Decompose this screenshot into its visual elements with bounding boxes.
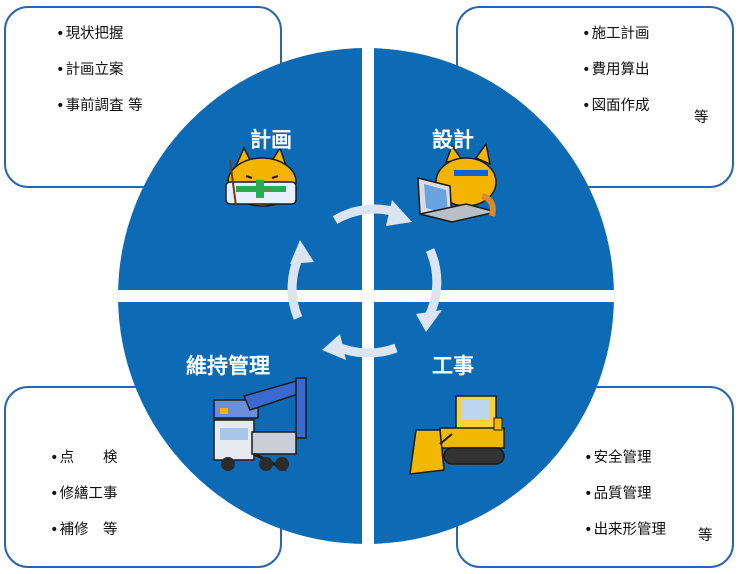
construction-item: 品質管理: [584, 476, 666, 512]
maintenance-item: 点 検: [50, 440, 118, 476]
bulldozer-icon: [409, 395, 505, 475]
design-title: 設計: [432, 128, 474, 152]
cat-planner-icon: [225, 146, 297, 207]
planning-item-list: 現状把握 計画立案 事前調査 等: [56, 16, 143, 124]
planning-item: 事前調査 等: [56, 88, 143, 124]
maintenance-item-list: 点 検 修繕工事 補修 等: [50, 440, 118, 548]
design-item-list: 施工計画 費用算出 図面作成: [582, 16, 650, 124]
maintenance-item: 補修 等: [50, 512, 118, 548]
design-etc-label: 等: [694, 110, 709, 126]
construction-item: 出来形管理: [584, 512, 667, 548]
design-item: 費用算出: [582, 52, 650, 88]
planning-item: 計画立案: [56, 52, 143, 88]
cat-laptop-icon: [417, 142, 497, 223]
design-item: 施工計画: [582, 16, 650, 52]
maintenance-title: 維持管理: [186, 354, 270, 378]
cycle-arrowheads: [290, 200, 442, 360]
construction-item-list: 安全管理 品質管理 出来形管理: [584, 440, 667, 548]
design-item: 図面作成: [582, 88, 650, 124]
maintenance-item: 修繕工事: [50, 476, 118, 512]
planning-item: 現状把握: [56, 16, 143, 52]
construction-item: 安全管理: [584, 440, 666, 476]
planning-title: 計画: [250, 128, 292, 152]
circle-quadrants: [118, 48, 614, 544]
construction-title: 工事: [432, 354, 474, 378]
construction-etc-label: 等: [698, 528, 713, 544]
crane-truck-icon: [213, 377, 307, 472]
